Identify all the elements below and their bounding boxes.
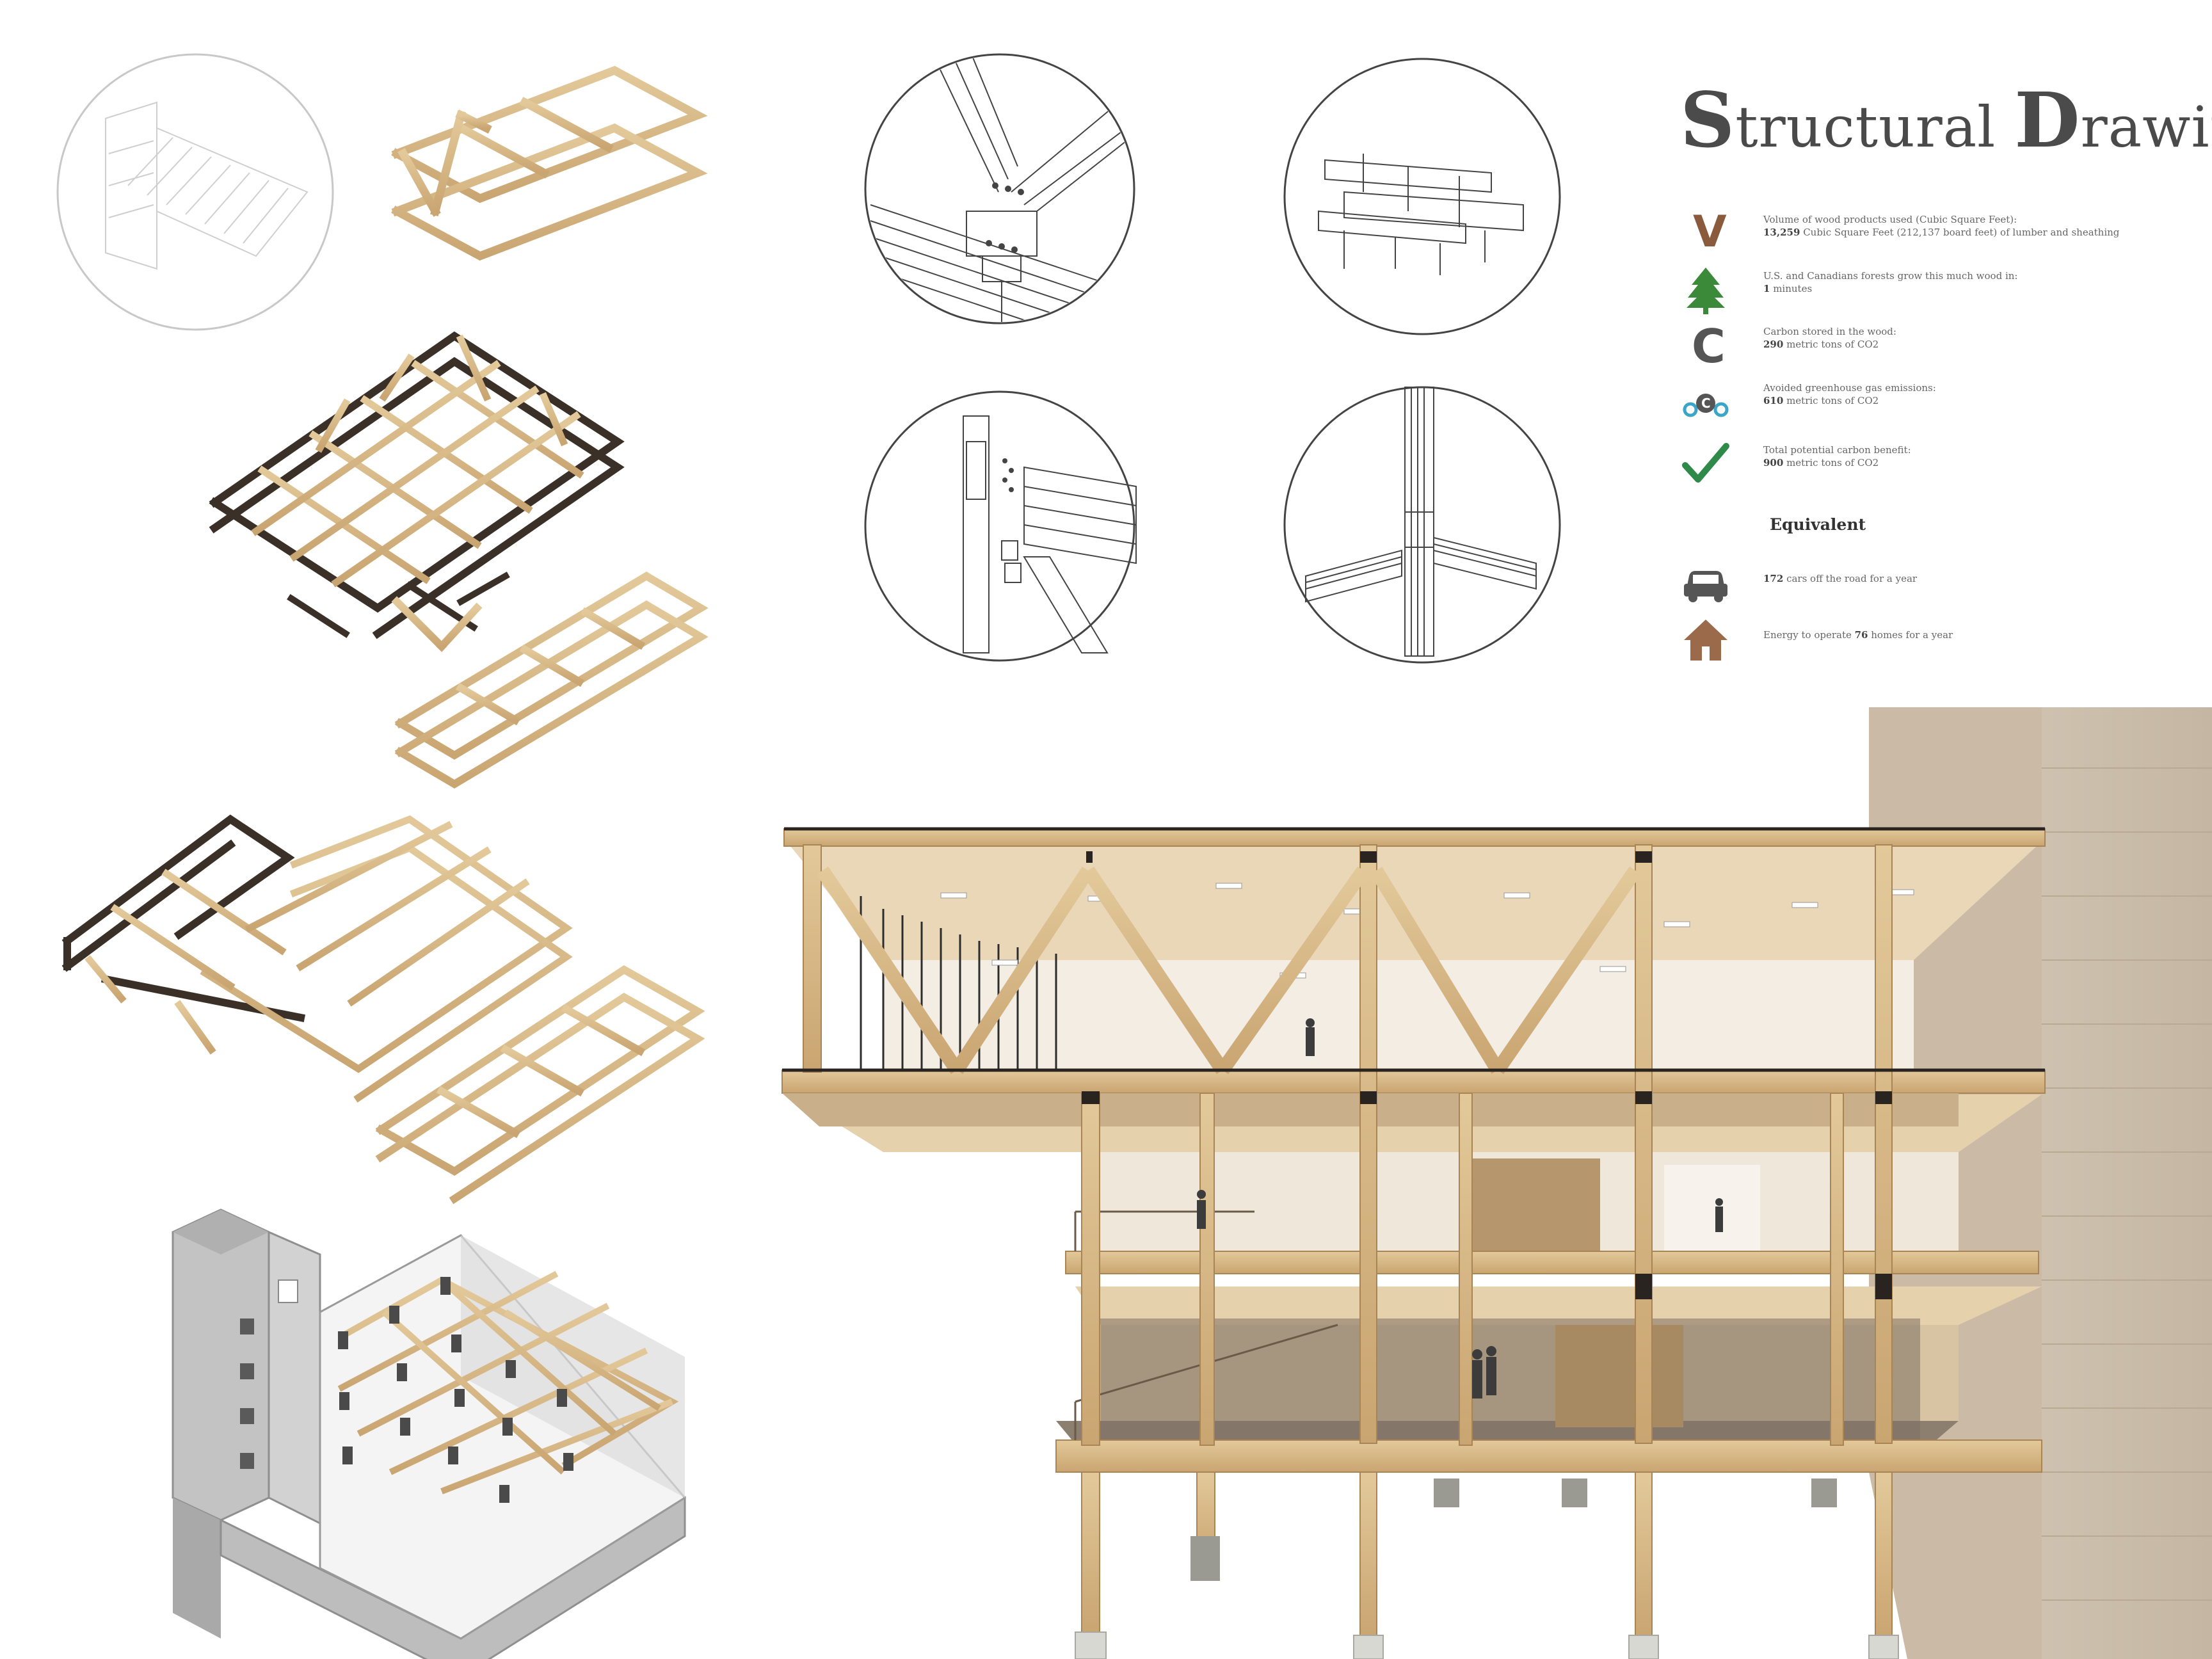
title-cap-s: S	[1680, 76, 1736, 164]
equivalent-detail: cars off the road for a year	[1783, 573, 1918, 584]
equivalent-homes: Energy to operate 76 homes for a year	[1680, 614, 2192, 672]
stat-wood-volume-text: Volume of wood products used (Cubic Squa…	[1763, 213, 2211, 239]
truss-floor-level-2	[61, 814, 573, 1143]
equivalent-homes-text: Energy to operate 76 homes for a year	[1763, 629, 2211, 641]
checkmark-icon	[1682, 443, 1729, 483]
stat-label: Avoided greenhouse gas emissions:	[1763, 382, 1936, 394]
stat-carbon-benefit: Total potential carbon benefit: 900 metr…	[1680, 438, 2192, 496]
co2-icon: C	[1683, 394, 1729, 417]
equivalent-heading: Equivalent	[1770, 515, 1866, 534]
equivalent-value: 172	[1763, 573, 1784, 584]
truss-floor-level-3	[209, 331, 625, 695]
equivalent-cars-text: 172 cars off the road for a year	[1763, 572, 2211, 585]
stat-value: 900	[1763, 457, 1784, 469]
equivalent-detail: homes for a year	[1868, 629, 1953, 641]
equivalent-cars: 172 cars off the road for a year	[1680, 556, 2192, 613]
stat-detail: Cubic Square Feet (212,137 board feet) o…	[1800, 227, 2120, 238]
building-section-perspective	[781, 707, 2212, 1659]
detail-circle-4	[1283, 386, 1561, 664]
stat-detail: metric tons of CO2	[1783, 395, 1879, 406]
stat-value: 13,259	[1763, 227, 1800, 238]
car-icon	[1684, 571, 1727, 602]
tree-icon	[1687, 268, 1725, 314]
stat-carbon-stored-text: Carbon stored in the wood: 290 metric to…	[1763, 325, 2211, 351]
title-rest-1: tructural	[1735, 94, 2015, 160]
title-rest-2: rawings	[2080, 94, 2212, 160]
detail-circle-1	[864, 53, 1135, 325]
co2-c-glyph: C	[1701, 396, 1711, 411]
key-plan-circle	[56, 53, 334, 331]
equivalent-prefix: Energy to operate	[1763, 629, 1855, 641]
equivalent-value: 76	[1854, 629, 1868, 641]
detail-circle-2	[1283, 58, 1561, 335]
timber-frame-level-3-lower	[391, 572, 709, 810]
stat-wood-volume: V Volume of wood products used (Cubic Sq…	[1680, 208, 2192, 266]
stat-avoided-emissions: C Avoided greenhouse gas emissions: 610 …	[1680, 376, 2192, 434]
stat-label: Carbon stored in the wood:	[1763, 326, 1896, 337]
v-letter-glyph: V	[1693, 208, 1727, 257]
stat-label: Volume of wood products used (Cubic Squa…	[1763, 214, 2017, 225]
stat-label: U.S. and Canadians forests grow this muc…	[1763, 270, 2018, 282]
stat-detail: metric tons of CO2	[1783, 457, 1879, 469]
title-cap-d: D	[2014, 76, 2081, 164]
stat-carbon-benefit-text: Total potential carbon benefit: 900 metr…	[1763, 444, 2211, 469]
stat-carbon-stored: C Carbon stored in the wood: 290 metric …	[1680, 320, 2192, 378]
timber-frame-level-top	[391, 65, 708, 305]
c-letter-glyph: C	[1692, 320, 1726, 371]
stat-forest-growth: U.S. and Canadians forests grow this muc…	[1680, 264, 2192, 322]
v-letter-icon: V	[1693, 208, 1727, 257]
stat-label: Total potential carbon benefit:	[1763, 444, 1911, 456]
house-icon	[1684, 620, 1727, 661]
stat-value: 610	[1763, 395, 1784, 406]
stat-value: 290	[1763, 339, 1784, 350]
ground-level-foundation	[172, 1208, 687, 1659]
stat-detail: minutes	[1770, 283, 1813, 294]
stat-detail: metric tons of CO2	[1783, 339, 1879, 350]
c-letter-icon: C	[1692, 320, 1726, 371]
stat-forest-growth-text: U.S. and Canadians forests grow this muc…	[1763, 269, 2211, 295]
stat-avoided-emissions-text: Avoided greenhouse gas emissions: 610 me…	[1763, 381, 2211, 407]
timber-frame-level-2-lower	[375, 965, 705, 1226]
page-title: Structural Drawings	[1680, 76, 2212, 164]
detail-circle-3	[864, 390, 1137, 662]
stat-value: 1	[1763, 283, 1770, 294]
